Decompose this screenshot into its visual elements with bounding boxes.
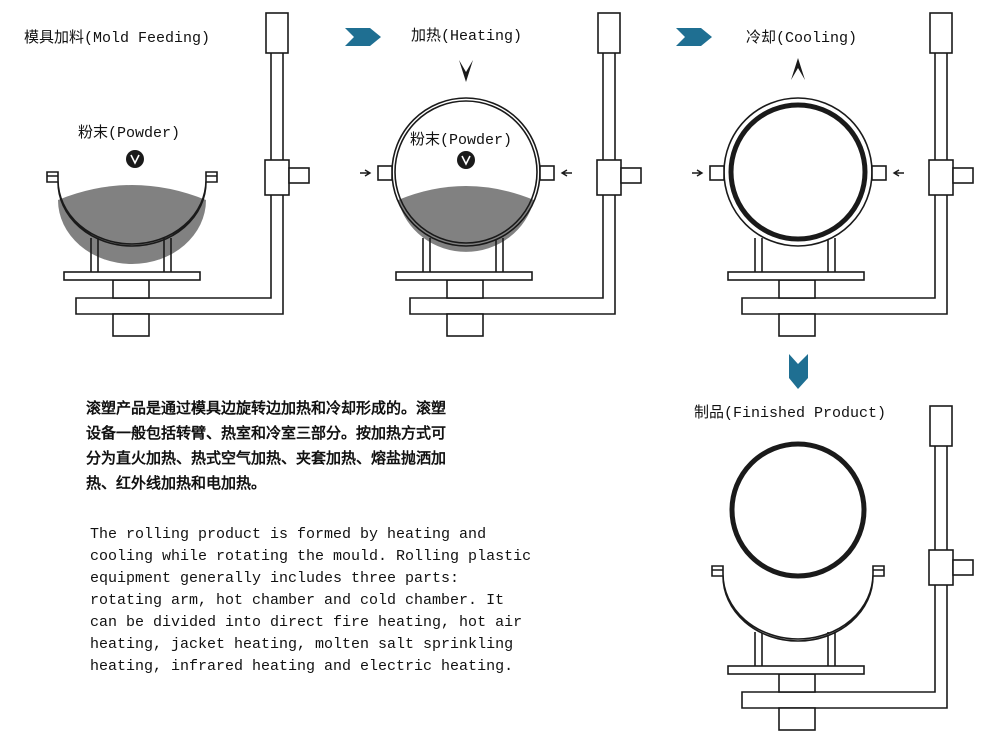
mold-half-shell <box>711 565 885 642</box>
formed-product-ring <box>728 102 868 242</box>
description-cn-line: 设备一般包括转臂、热室和冷室三部分。按加热方式可 <box>86 424 447 442</box>
stage-label-heating: 加热(Heating) <box>411 28 523 45</box>
stage-cooling <box>692 12 974 337</box>
mold-tab-right <box>539 165 555 181</box>
stand-upper-block <box>112 279 150 299</box>
stage-label-finished-product: 制品(Finished Product) <box>694 405 887 422</box>
powder-label-stage2: 粉末(Powder) <box>410 132 513 149</box>
description-en-line: rotating arm, hot chamber and cold chamb… <box>90 592 505 609</box>
powder-marker-icon <box>457 151 475 169</box>
flow-arrow-1-icon <box>345 28 381 46</box>
stage-heating <box>360 12 642 337</box>
cool-arrow-up-icon <box>791 58 805 80</box>
stage-finished-product <box>711 405 974 731</box>
heat-arrow-down-icon <box>459 60 473 82</box>
stage-label-cooling: 冷却(Cooling) <box>746 30 858 47</box>
description-en-line: cooling while rotating the mould. Rollin… <box>90 548 532 565</box>
powder-pile <box>398 186 534 252</box>
flow-arrow-2-icon <box>676 28 712 46</box>
stand-platform <box>63 271 201 281</box>
stage-mold-feeding <box>46 12 310 337</box>
mold-sphere <box>723 97 873 247</box>
flow-arrow-down-icon <box>789 354 808 389</box>
pointer-left-icon <box>692 169 704 177</box>
description-english: The rolling product is formed by heating… <box>90 524 570 678</box>
description-chinese: 滚塑产品是通过模具边旋转边加热和冷却形成的。滚塑 设备一般包括转臂、热室和冷室三… <box>86 396 556 496</box>
description-cn-line: 滚塑产品是通过模具边旋转边加热和冷却形成的。滚塑 <box>86 399 447 417</box>
description-cn-line: 热、红外线加热和电加热。 <box>86 474 267 492</box>
description-en-line: The rolling product is formed by heating… <box>90 526 487 543</box>
arm-lower <box>75 195 284 315</box>
pointer-right-icon <box>892 169 904 177</box>
stand-base-block <box>112 313 150 337</box>
powder-marker-icon <box>126 150 144 168</box>
arm-nub <box>288 167 310 184</box>
pointer-right-icon <box>560 169 572 177</box>
description-en-line: can be divided into direct fire heating,… <box>90 614 523 631</box>
arm-cap <box>265 12 289 54</box>
description-en-line: heating, infrared heating and electric h… <box>90 658 514 675</box>
finished-product-ring <box>729 441 867 579</box>
description-en-line: equipment generally includes three parts… <box>90 570 460 587</box>
arm-joint <box>264 159 290 196</box>
powder-pile <box>58 185 206 264</box>
powder-label-stage1: 粉末(Powder) <box>78 125 181 142</box>
description-en-line: heating, jacket heating, molten salt spr… <box>90 636 514 653</box>
stage-label-mold-feeding: 模具加料(Mold Feeding) <box>24 30 211 47</box>
pointer-left-icon <box>360 169 372 177</box>
mold-tab-left <box>377 165 393 181</box>
mold-half-shell <box>46 171 218 247</box>
description-cn-line: 分为直火加热、热式空气加热、夹套加热、熔盐抛洒加 <box>86 449 447 467</box>
